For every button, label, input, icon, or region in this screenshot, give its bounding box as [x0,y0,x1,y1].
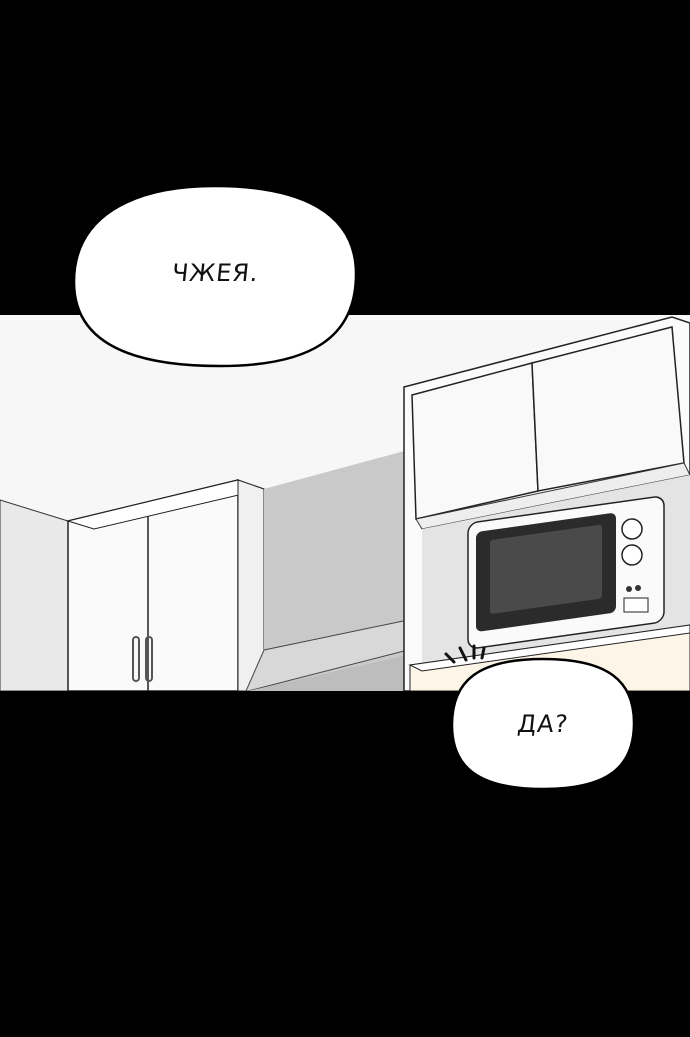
rustle-marks-icon [444,644,486,664]
kitchen-illustration [0,315,690,691]
speech-bubble-text: ДА? [516,710,570,738]
speech-bubble-text: ЧЖЕЯ. [170,259,261,287]
kitchen-panel [0,315,690,691]
speech-bubble-top: ЧЖЕЯ. [70,182,360,370]
speech-bubble-bottom: ДА? [448,655,638,793]
